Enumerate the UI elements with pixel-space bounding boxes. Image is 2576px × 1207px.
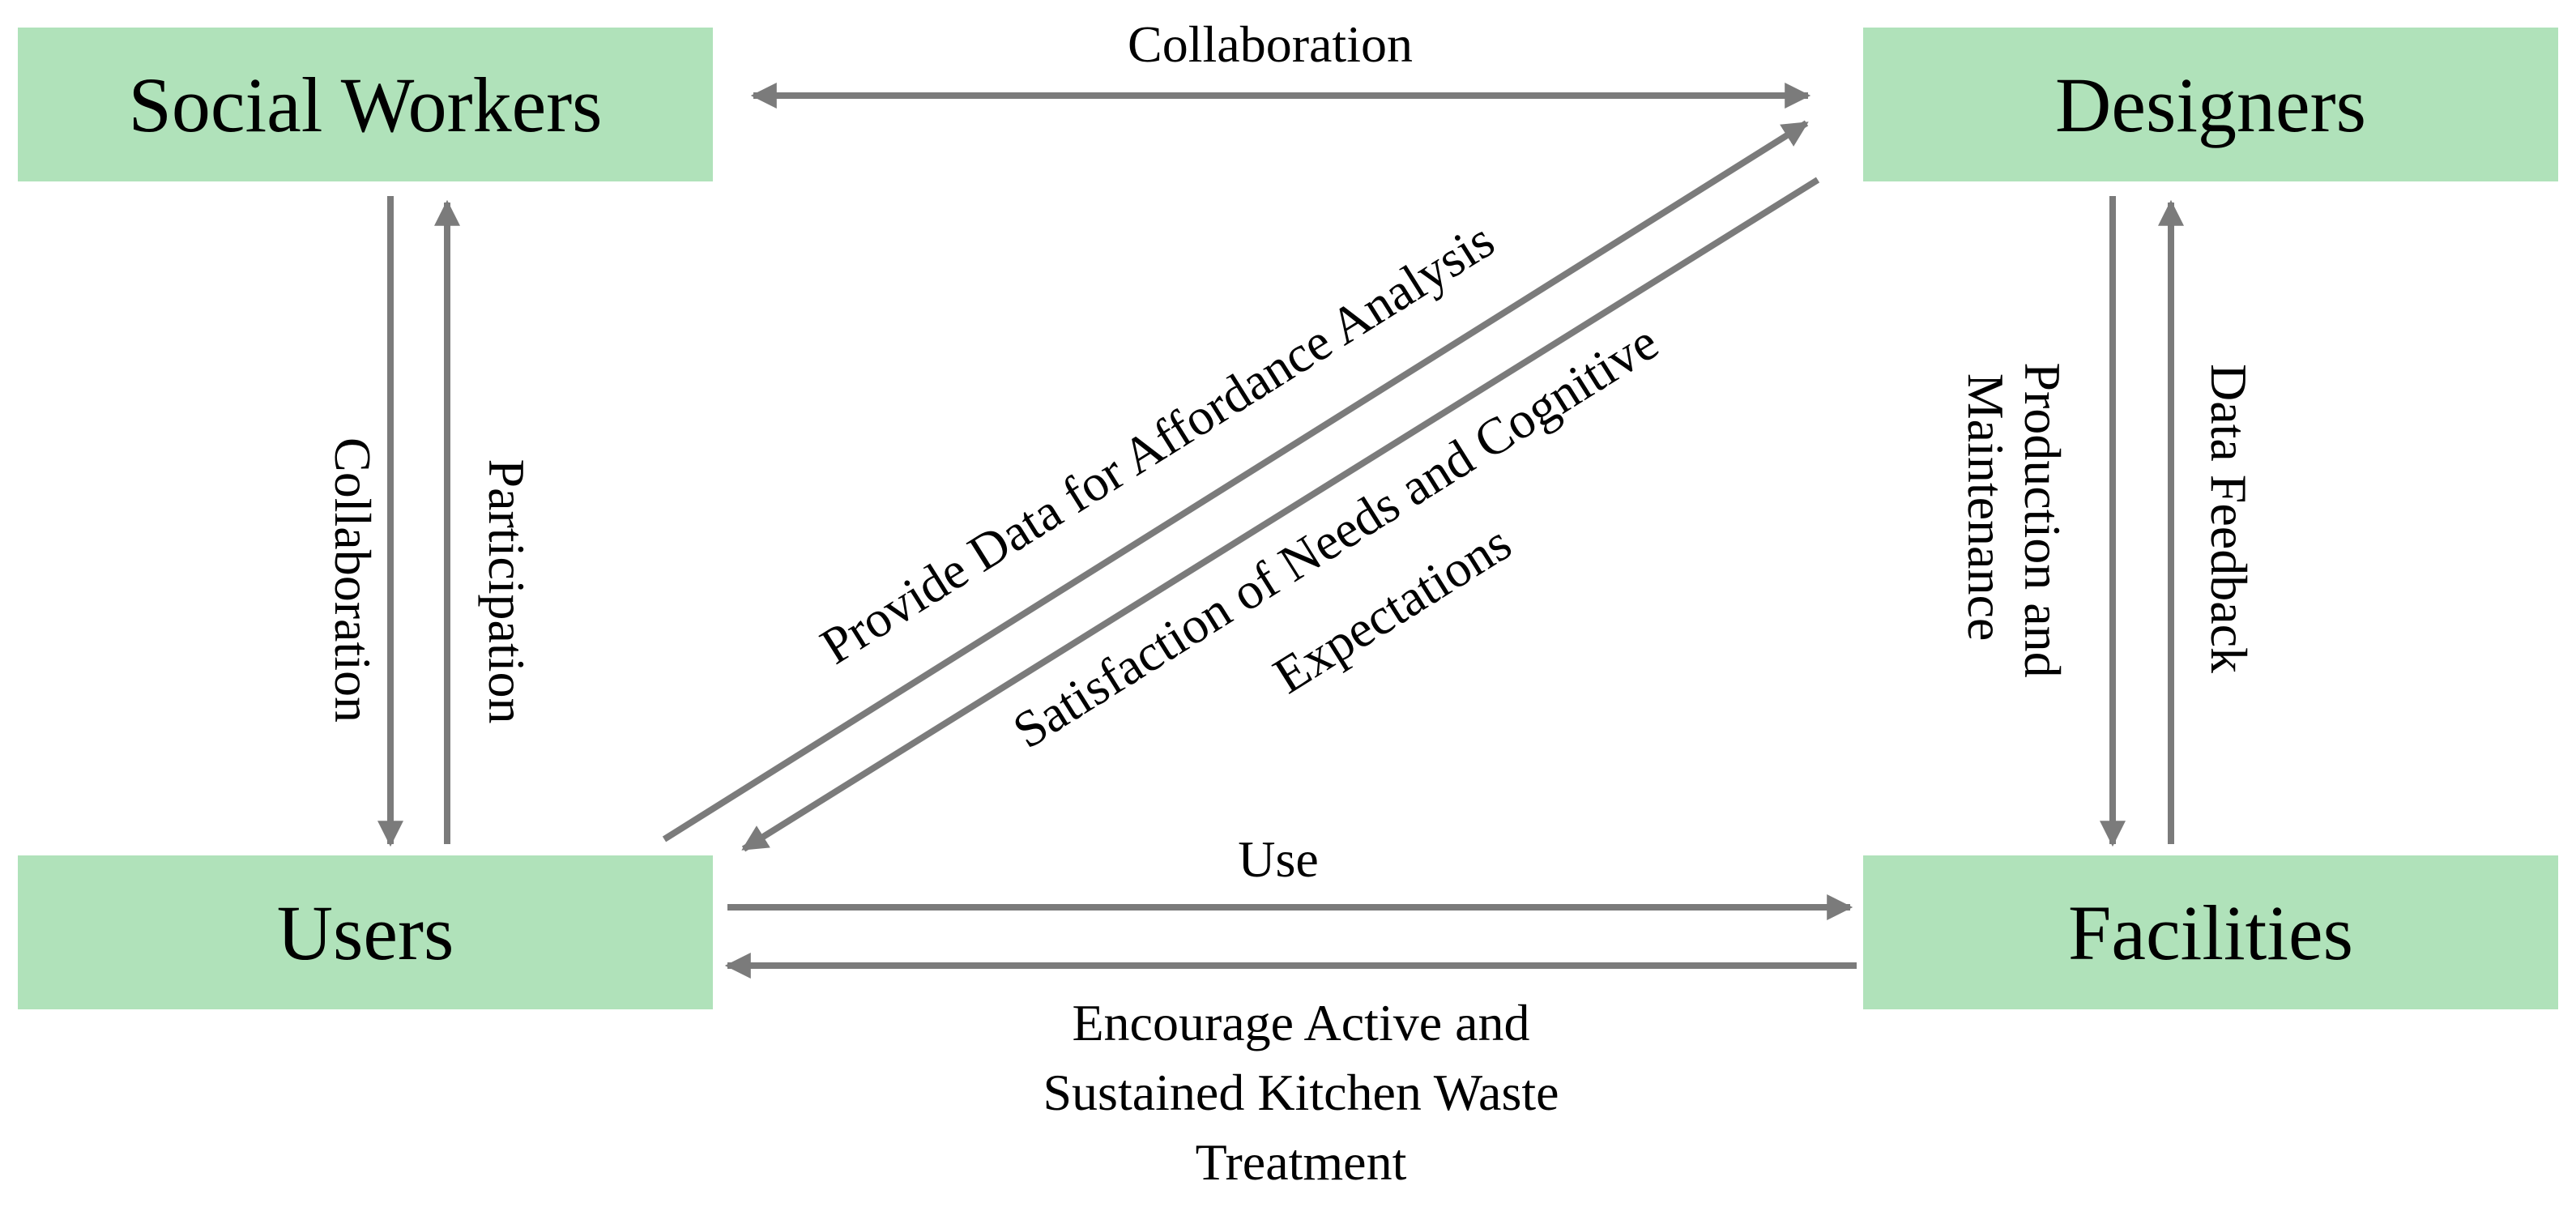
node-facilities-label: Facilities — [2068, 889, 2353, 976]
node-users-label: Users — [276, 889, 454, 976]
node-social-workers: Social Workers — [18, 28, 713, 181]
label-users-to-sw: Participation — [478, 458, 535, 723]
label-sw-designers: Collaboration — [1128, 15, 1413, 73]
label-designers-to-facilities-line1: Production and — [2014, 362, 2071, 677]
label-designers-to-users-line1: Satisfaction of Needs and Cognitive — [1003, 313, 1668, 759]
node-designers: Designers — [1863, 28, 2558, 181]
arrow-users-to-designers — [662, 120, 1809, 842]
label-facilities-to-users-line1: Encourage Active and — [1072, 994, 1529, 1051]
arrow-designers-to-users — [741, 177, 1820, 852]
label-facilities-to-designers: Data Feedback — [2200, 364, 2258, 673]
node-social-workers-label: Social Workers — [128, 61, 603, 148]
label-designers-to-facilities-line2: Maintenance — [1957, 373, 2015, 642]
node-facilities: Facilities — [1863, 855, 2558, 1009]
label-facilities-to-users-line2: Sustained Kitchen Waste — [1043, 1064, 1559, 1121]
node-designers-label: Designers — [2055, 61, 2366, 148]
label-sw-to-users: Collaboration — [324, 437, 382, 723]
label-users-to-facilities: Use — [1238, 830, 1319, 888]
node-users: Users — [18, 855, 713, 1009]
label-facilities-to-users-line3: Treatment — [1196, 1133, 1407, 1191]
